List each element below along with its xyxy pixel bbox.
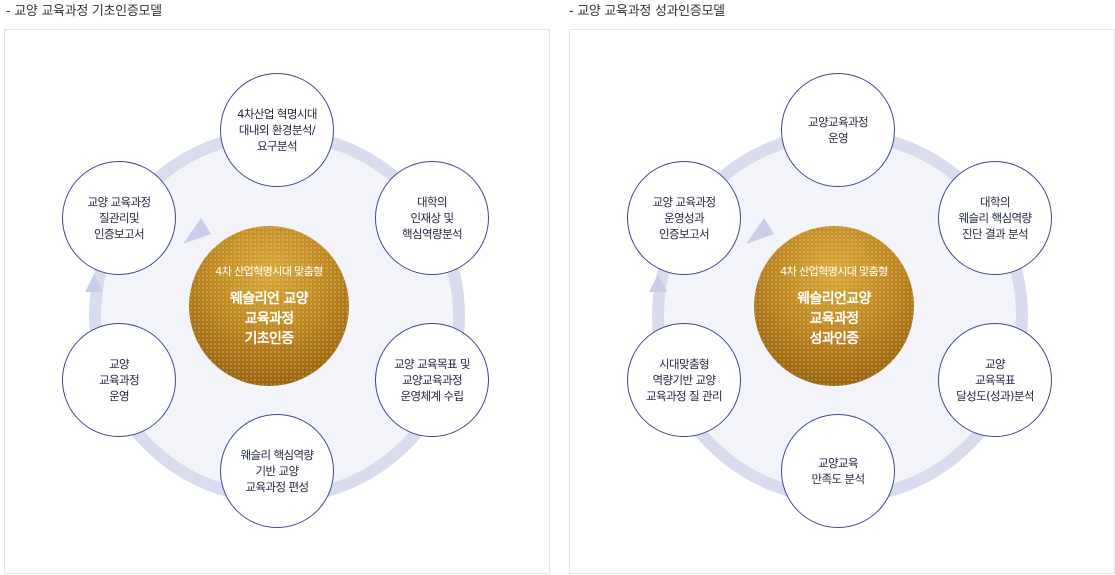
arrow-head-right [183,218,211,244]
center-title: 웨슬리언 교양 교육과정 기초인증 [230,291,309,347]
center-subtitle: 4차 산업혁명시대 맞춤형 [780,265,888,278]
center-subtitle: 4차 산업혁명시대 맞춤형 [215,265,323,278]
center-badge: 4차 산업혁명시대 맞춤형 웨슬리언 교양 교육과정 기초인증 [189,226,349,386]
diagram-panel-basic: 4차 산업혁명시대 맞춤형 웨슬리언 교양 교육과정 기초인증 4차산업 혁명시… [4,29,550,574]
center-badge: 4차 산업혁명시대 맞춤형 웨슬리언교양 교육과정 성과인증 [754,226,914,386]
arrow-head-up [85,274,103,292]
center-title: 웨슬리언교양 교육과정 성과인증 [797,291,871,347]
panel-title-outcome: - 교양 교육과정 성과인증모델 [569,4,725,19]
panel-title-basic: - 교양 교육과정 기초인증모델 [6,4,162,19]
arrow-head-up [649,274,667,292]
arrow-head-right [746,218,774,244]
